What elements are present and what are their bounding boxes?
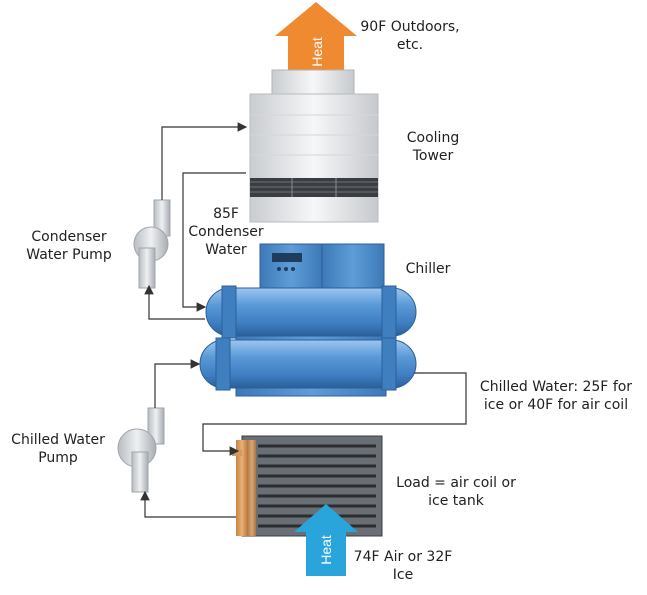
heat-in-label: Heat (318, 535, 334, 565)
condenser-water-pump (133, 199, 171, 289)
cooling-tower (249, 69, 379, 223)
load-label: Load = air coil or ice tank (396, 475, 516, 509)
heat-out-label: Heat (309, 37, 325, 67)
chilled-water-pump (117, 407, 165, 493)
chilled-water-label: Chilled Water: 25F for ice or 40F for ai… (479, 379, 633, 413)
air-label: 74F Air or 32F Ice (353, 549, 453, 583)
condenser-water-piping (144, 122, 248, 320)
condenser-pump-label: Condenser Water Pump (26, 229, 112, 263)
chilled-water-piping (140, 359, 467, 518)
heat-out-arrow: Heat (275, 2, 357, 70)
outdoors-label: 90F Outdoors, etc. (360, 19, 460, 53)
chiller-label: Chiller (405, 261, 451, 277)
cooling-tower-label: Cooling Tower (406, 130, 460, 164)
chiller (199, 243, 417, 397)
condenser-water-label: 85F Condenser Water (188, 206, 264, 258)
load-coil (232, 435, 383, 537)
heat-in-arrow: Heat (294, 504, 358, 576)
chilled-pump-label: Chilled Water Pump (11, 432, 105, 466)
